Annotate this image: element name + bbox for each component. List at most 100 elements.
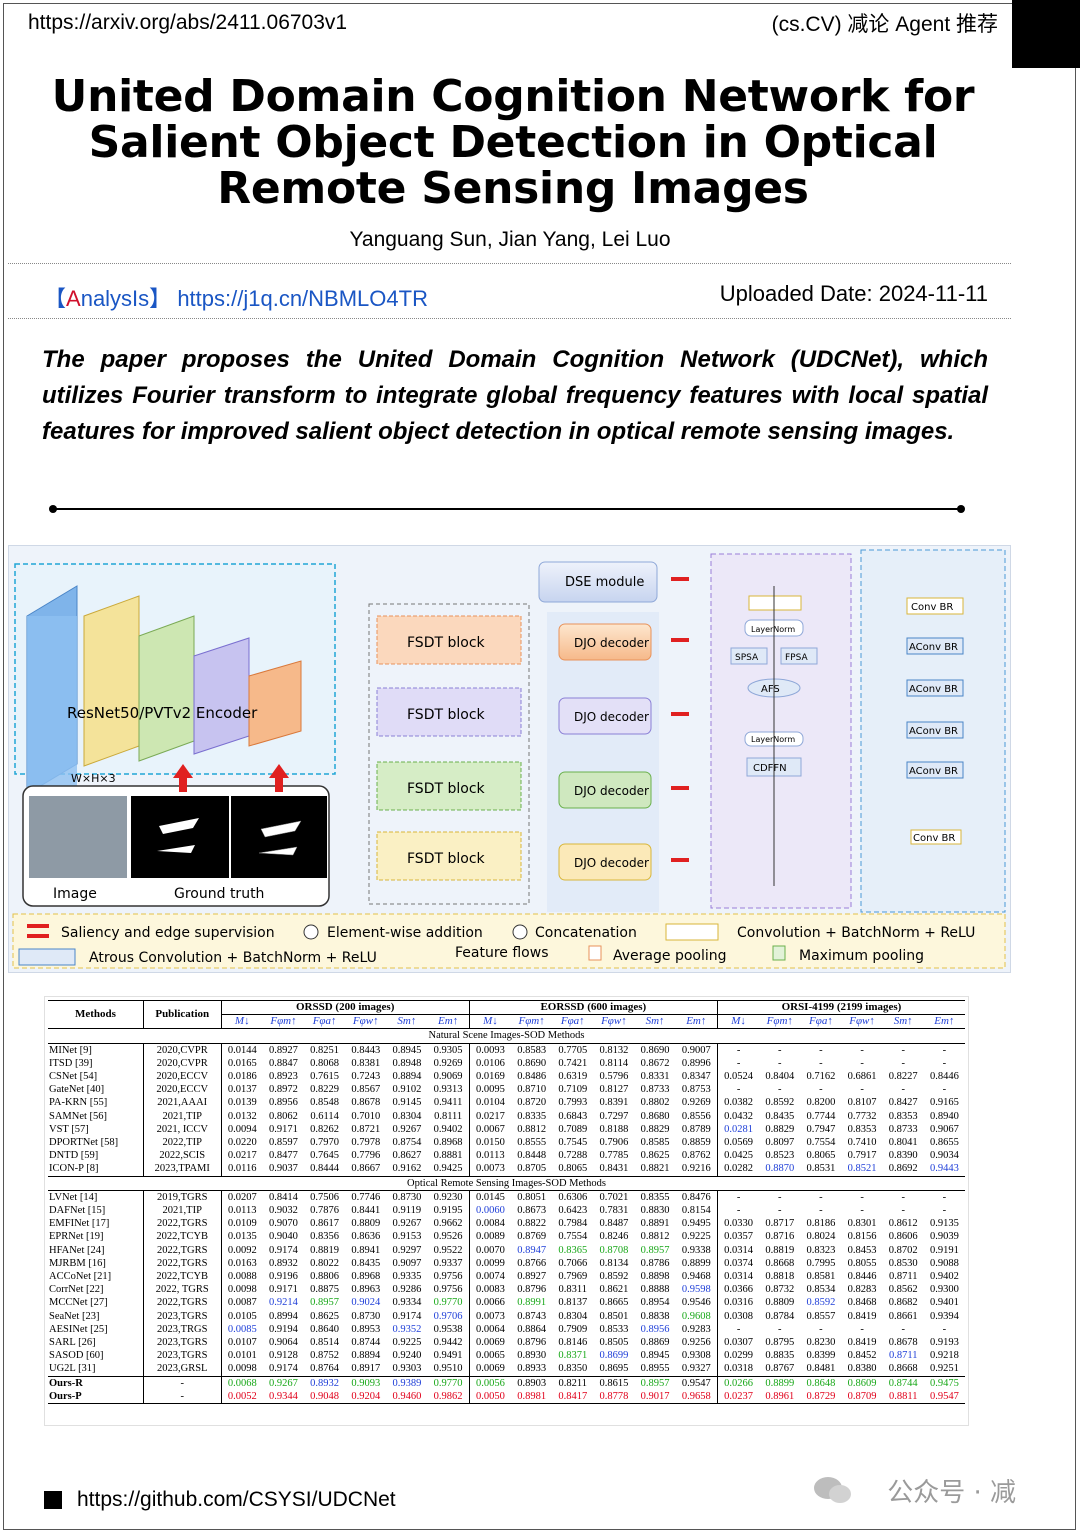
metric-cell: 0.0050 bbox=[468, 1389, 512, 1404]
metric-cell: - bbox=[778, 1205, 782, 1217]
metric-cell: 0.6319 bbox=[558, 1071, 588, 1083]
method-name: SAMNet [56] bbox=[49, 1110, 108, 1122]
metric-cell: 0.8955 bbox=[640, 1363, 670, 1375]
metric-cell: 0.7744 bbox=[806, 1110, 836, 1122]
djo-detail-panel bbox=[710, 553, 852, 909]
metric-cell: 0.9267 bbox=[392, 1123, 422, 1135]
metric-cell: 0.9218 bbox=[929, 1350, 959, 1362]
metric-cell: 0.7554 bbox=[558, 1231, 588, 1243]
metric-cell: 0.0308 bbox=[716, 1309, 760, 1323]
col-orsi: ORSI-4199 (2199 images) bbox=[716, 1000, 965, 1015]
metric-cell: 0.9269 bbox=[433, 1057, 463, 1069]
metric-cell: 0.8427 bbox=[888, 1097, 918, 1109]
djo-detail-1: SPSA bbox=[735, 653, 759, 663]
svg-text:DJO decoder: DJO decoder bbox=[574, 856, 649, 870]
arxiv-url[interactable]: https://arxiv.org/abs/2411.06703v1 bbox=[28, 11, 348, 34]
col-methods: Methods bbox=[74, 1008, 116, 1021]
metric-cell: 0.7995 bbox=[806, 1257, 836, 1269]
metric-cell: - bbox=[942, 1084, 947, 1096]
analysis-label: 【AnalysIs】 bbox=[44, 286, 172, 311]
metric-cell: 0.0073 bbox=[468, 1162, 512, 1177]
metric-cell: 0.9267 bbox=[392, 1218, 422, 1230]
metric-cell: 0.0107 bbox=[220, 1336, 263, 1350]
metric-cell: - bbox=[819, 1205, 823, 1217]
watermark: 公众号 · 减 bbox=[887, 1478, 1016, 1508]
metric-cell: 0.0139 bbox=[220, 1096, 263, 1110]
col-publication: Publication bbox=[142, 1000, 222, 1029]
metric-cell: 0.8477 bbox=[269, 1150, 298, 1162]
metric-cell: 0.8903 bbox=[517, 1377, 547, 1389]
metric-cell: 0.0425 bbox=[716, 1149, 760, 1163]
metric-cell: 0.0068 bbox=[220, 1376, 263, 1390]
method-name: ICON-P [8] bbox=[49, 1163, 99, 1175]
metric-cell: 0.8769 bbox=[517, 1231, 547, 1243]
metric-cell: 0.9048 bbox=[310, 1390, 340, 1402]
metric-cell: 0.8678 bbox=[888, 1337, 918, 1349]
github-link[interactable]: https://github.com/CSYSI/UDCNet bbox=[77, 1488, 396, 1511]
metric-cell: 0.7906 bbox=[599, 1137, 629, 1149]
metric-cell: 0.9442 bbox=[433, 1337, 463, 1349]
metric-cell: 0.8819 bbox=[310, 1244, 340, 1256]
metric-cell: 0.9225 bbox=[392, 1337, 422, 1349]
metric-cell: 0.9443 bbox=[929, 1163, 959, 1175]
metric-cell: 0.8609 bbox=[847, 1377, 877, 1389]
metric-cell: 0.9097 bbox=[392, 1257, 422, 1269]
publication-cell: 2022,TIP bbox=[142, 1136, 222, 1150]
method-name: EMFINet [17] bbox=[49, 1218, 110, 1230]
dse-detail-4: AConv BR bbox=[909, 766, 958, 777]
method-name: DNTD [59] bbox=[49, 1150, 99, 1162]
metric-cell: 0.8211 bbox=[558, 1377, 588, 1389]
metric-cell: 0.9216 bbox=[681, 1163, 711, 1175]
analysis-link-group[interactable]: 【AnalysIs】 https://j1q.cn/NBMLO4TR bbox=[44, 281, 428, 313]
metric-cell: 0.7876 bbox=[310, 1205, 340, 1217]
metric-cell: 0.8111 bbox=[434, 1110, 463, 1122]
metric-cell: 0.7288 bbox=[558, 1150, 588, 1162]
metric-cell: 0.8711 bbox=[888, 1350, 918, 1362]
metric-cell: 0.9546 bbox=[681, 1297, 711, 1309]
method-name: MINet [9] bbox=[49, 1044, 92, 1056]
metric-cell: 0.8452 bbox=[847, 1350, 877, 1362]
metric-cell: 0.6114 bbox=[310, 1110, 339, 1122]
results-table: Methods Publication ORSSD (200 images) E… bbox=[48, 1000, 965, 1404]
paper-title: United Domain Cognition Network for Sali… bbox=[51, 71, 975, 214]
metric-cell: 0.9468 bbox=[681, 1271, 711, 1283]
djo-detail-5: CDFFN bbox=[753, 763, 787, 774]
djo-decoder-1: DJO decoder bbox=[558, 623, 652, 661]
metric-cell: 0.8476 bbox=[681, 1191, 711, 1203]
metric-cell: 0.8230 bbox=[806, 1337, 836, 1349]
metric-cell: - bbox=[716, 1083, 760, 1097]
publication-cell: 2022,SCIS bbox=[142, 1149, 222, 1163]
metric-cell: 0.9522 bbox=[433, 1244, 463, 1256]
metric-cell: 0.9174 bbox=[269, 1244, 298, 1256]
metric-cell: 0.8957 bbox=[310, 1297, 340, 1309]
metric-cell: 0.0069 bbox=[468, 1362, 512, 1377]
metric-cell: 0.8667 bbox=[351, 1163, 381, 1175]
metric-cell: 0.9191 bbox=[929, 1244, 959, 1256]
metric-cell: 0.0366 bbox=[716, 1283, 760, 1297]
svg-text:DJO decoder: DJO decoder bbox=[574, 636, 649, 650]
metric-cell: 0.8796 bbox=[517, 1284, 547, 1296]
analysis-link[interactable]: https://j1q.cn/NBMLO4TR bbox=[177, 286, 428, 311]
method-name: CSNet [54] bbox=[49, 1071, 98, 1083]
method-name: HFANet [24] bbox=[49, 1244, 105, 1256]
method-name: UG2L [31] bbox=[49, 1363, 96, 1375]
metric-cell: 0.8678 bbox=[351, 1097, 381, 1109]
metric-cell: 0.7109 bbox=[558, 1084, 588, 1096]
metric-cell: 0.0095 bbox=[468, 1083, 512, 1097]
metric-cell: 0.8730 bbox=[351, 1310, 381, 1322]
metric-cell: 0.8531 bbox=[806, 1163, 836, 1175]
metric-cell: 0.8818 bbox=[765, 1271, 795, 1283]
metric-cell: - bbox=[819, 1057, 823, 1069]
publication-cell: 2021,TIP bbox=[142, 1204, 222, 1218]
metric-cell: 0.0318 bbox=[716, 1362, 760, 1377]
metric-cell: 0.8732 bbox=[765, 1284, 795, 1296]
metric-cell: 0.8246 bbox=[599, 1231, 629, 1243]
metric-cell: 0.0144 bbox=[220, 1043, 263, 1057]
metric-cell: 0.0098 bbox=[220, 1362, 263, 1377]
metric-cell: 0.9088 bbox=[929, 1257, 959, 1269]
metric-cell: 0.8829 bbox=[765, 1123, 795, 1135]
metric-cell: 0.8435 bbox=[765, 1110, 795, 1122]
legend-flows: Feature flows bbox=[455, 945, 548, 961]
